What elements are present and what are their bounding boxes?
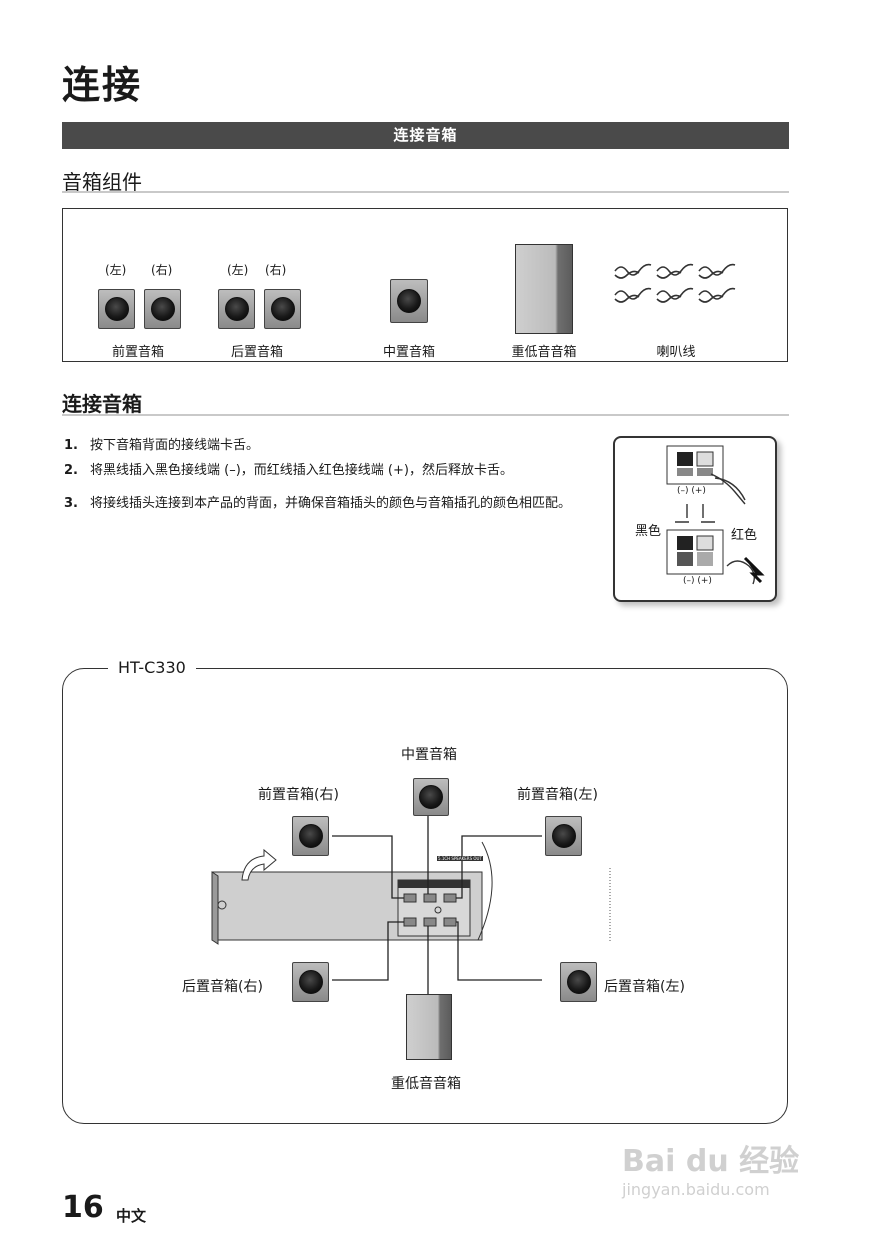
- center-speaker-image: [390, 279, 428, 323]
- polarity-label-bottom: (–) (+): [683, 576, 712, 586]
- step-number: 1.: [64, 438, 78, 453]
- connection-diagram-box: [62, 668, 788, 1124]
- panel-label: 5.1CH SPEAKERS OUT: [437, 856, 483, 861]
- center-speaker-caption: 中置音箱: [382, 345, 435, 360]
- step-text: 将黑线插入黑色接线端 (–)，而红线插入红色接线端 (+)，然后释放卡舌。: [90, 463, 513, 478]
- diagram-center-label: 中置音箱: [401, 747, 457, 763]
- front-right-tag: (右): [151, 263, 173, 277]
- components-heading: 音箱组件: [62, 170, 142, 194]
- rear-left-speaker-image: [218, 289, 255, 329]
- diagram-rear-right-label: 后置音箱(右): [182, 979, 263, 995]
- rear-left-tag: (左): [227, 263, 249, 277]
- components-rule: [62, 191, 789, 193]
- model-label: HT-C330: [108, 658, 196, 677]
- diagram-front-right-label: 前置音箱(右): [258, 787, 339, 803]
- page-number: 16: [62, 1190, 104, 1225]
- rear-right-speaker-image: [264, 289, 301, 329]
- components-box: (左) (右) 前置音箱 (左) (右) 后置音箱 中置音箱 重低音音箱 喇叭线: [62, 208, 788, 362]
- subwoofer-caption: 重低音音箱: [511, 345, 577, 360]
- terminal-illustration: [666, 445, 765, 585]
- front-speaker-caption: 前置音箱: [111, 345, 164, 360]
- section-bar: 连接音箱: [62, 122, 789, 149]
- cable-caption: 喇叭线: [656, 345, 696, 360]
- diagram-center-speaker: [413, 778, 449, 816]
- black-wire-label: 黑色: [635, 524, 662, 539]
- diagram-rear-left-label: 后置音箱(左): [604, 979, 685, 995]
- step-3: 3. 将接线插头连接到本产品的背面，并确保音箱插头的颜色与音箱插孔的颜色相匹配。: [62, 492, 582, 516]
- rear-right-tag: (右): [265, 263, 287, 277]
- diagram-rear-left-speaker: [560, 962, 597, 1002]
- watermark-url: jingyan.baidu.com: [622, 1180, 770, 1199]
- front-right-speaker-image: [144, 289, 181, 329]
- speaker-cable-image: [614, 263, 736, 303]
- connect-rule: [62, 414, 789, 416]
- connect-heading: 连接音箱: [62, 392, 142, 416]
- diagram-subwoofer-label: 重低音音箱: [391, 1076, 461, 1092]
- diagram-front-left-speaker: [545, 816, 582, 856]
- step-2: 2. 将黑线插入黑色接线端 (–)，而红线插入红色接线端 (+)，然后释放卡舌。: [62, 461, 582, 480]
- page-language: 中文: [116, 1207, 147, 1225]
- rear-speaker-caption: 后置音箱: [230, 345, 283, 360]
- page-title: 连接: [62, 63, 143, 107]
- step-number: 3.: [64, 496, 78, 511]
- step-number: 2.: [64, 463, 78, 478]
- diagram-subwoofer: [406, 994, 452, 1060]
- step-text: 将接线插头连接到本产品的背面，并确保音箱插头的颜色与音箱插孔的颜色相匹配。: [90, 496, 572, 511]
- watermark-logo: Bai du 经验: [622, 1144, 800, 1179]
- front-left-speaker-image: [98, 289, 135, 329]
- diagram-front-left-label: 前置音箱(左): [517, 787, 598, 803]
- front-left-tag: (左): [105, 263, 127, 277]
- subwoofer-image: [515, 244, 573, 334]
- polarity-label-top: (–) (+): [677, 486, 706, 496]
- diagram-rear-right-speaker: [292, 962, 329, 1002]
- connection-diagram: [211, 816, 611, 994]
- terminal-inset: (–) (+) 黑色 红色 (–) (+): [613, 436, 777, 602]
- step-text: 按下音箱背面的接线端卡舌。: [90, 438, 260, 453]
- steps-list: 1. 按下音箱背面的接线端卡舌。 2. 将黑线插入黑色接线端 (–)，而红线插入…: [62, 436, 582, 522]
- step-1: 1. 按下音箱背面的接线端卡舌。: [62, 436, 582, 455]
- red-wire-label: 红色: [731, 528, 758, 543]
- diagram-front-right-speaker: [292, 816, 329, 856]
